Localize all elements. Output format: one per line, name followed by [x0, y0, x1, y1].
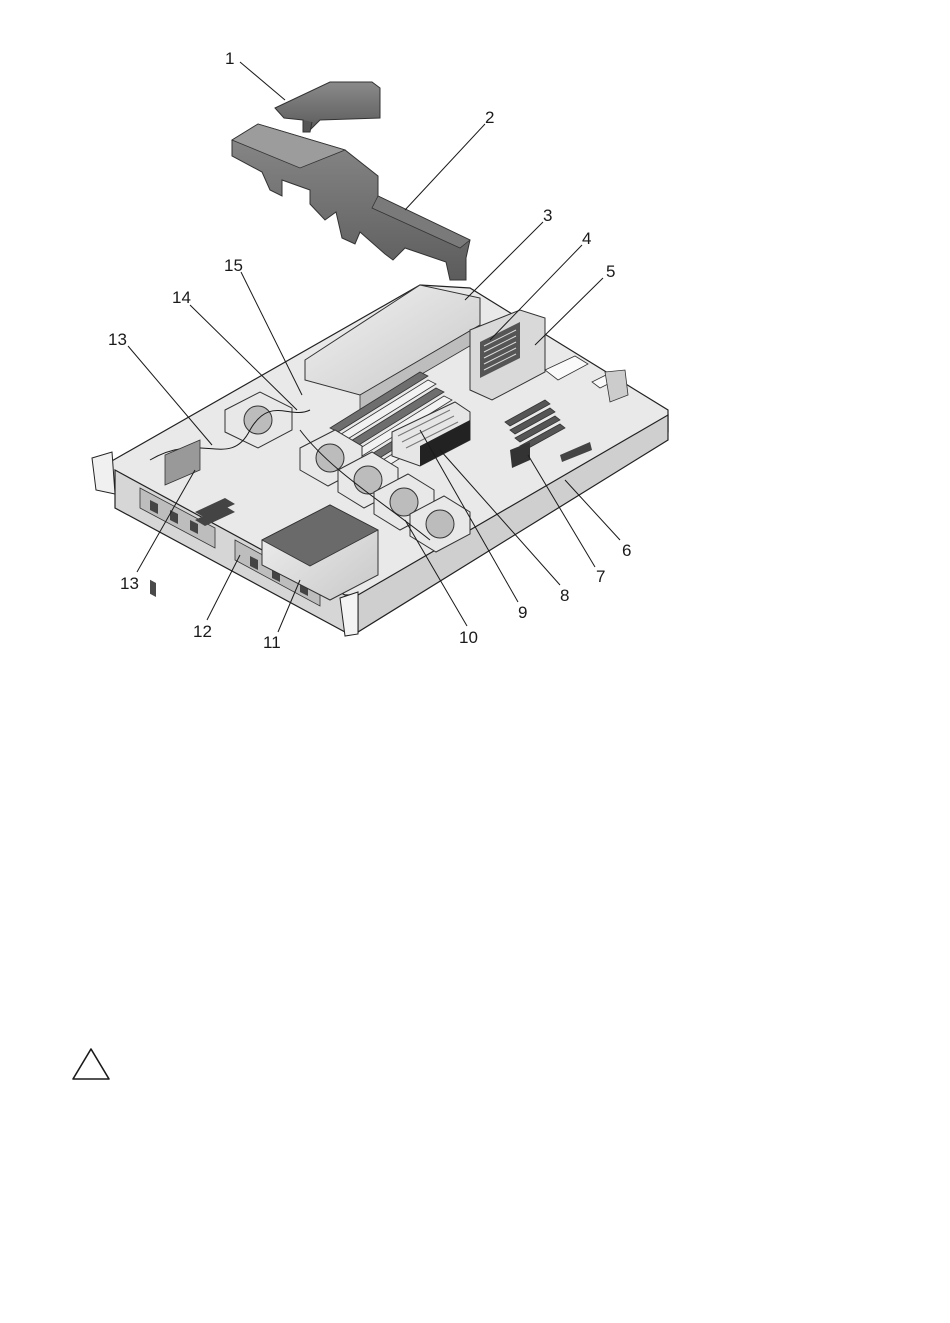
callout-3: 3	[543, 206, 552, 225]
callout-13-upper: 13	[108, 330, 127, 349]
callout-15: 15	[224, 256, 243, 275]
callout-12: 12	[193, 622, 212, 641]
callout-13-lower: 13	[120, 574, 139, 593]
callout-9: 9	[518, 603, 527, 622]
server-chassis	[92, 285, 668, 636]
callout-5: 5	[606, 262, 615, 281]
callout-4: 4	[582, 229, 591, 248]
callout-6: 6	[622, 541, 631, 560]
server-internals-figure: 1 2 3 4 5 6 7 8 9 10 11 12 13 13 14 15	[0, 0, 950, 700]
callout-7: 7	[596, 567, 605, 586]
caution-triangle-icon	[70, 1046, 112, 1082]
callout-14: 14	[172, 288, 191, 307]
shroud-small-part	[275, 82, 380, 132]
callout-8: 8	[560, 586, 569, 605]
callout-1: 1	[225, 49, 234, 68]
callout-10: 10	[459, 628, 478, 647]
callout-11: 11	[263, 633, 281, 652]
callout-2: 2	[485, 108, 494, 127]
cooling-shroud-part	[232, 124, 470, 280]
